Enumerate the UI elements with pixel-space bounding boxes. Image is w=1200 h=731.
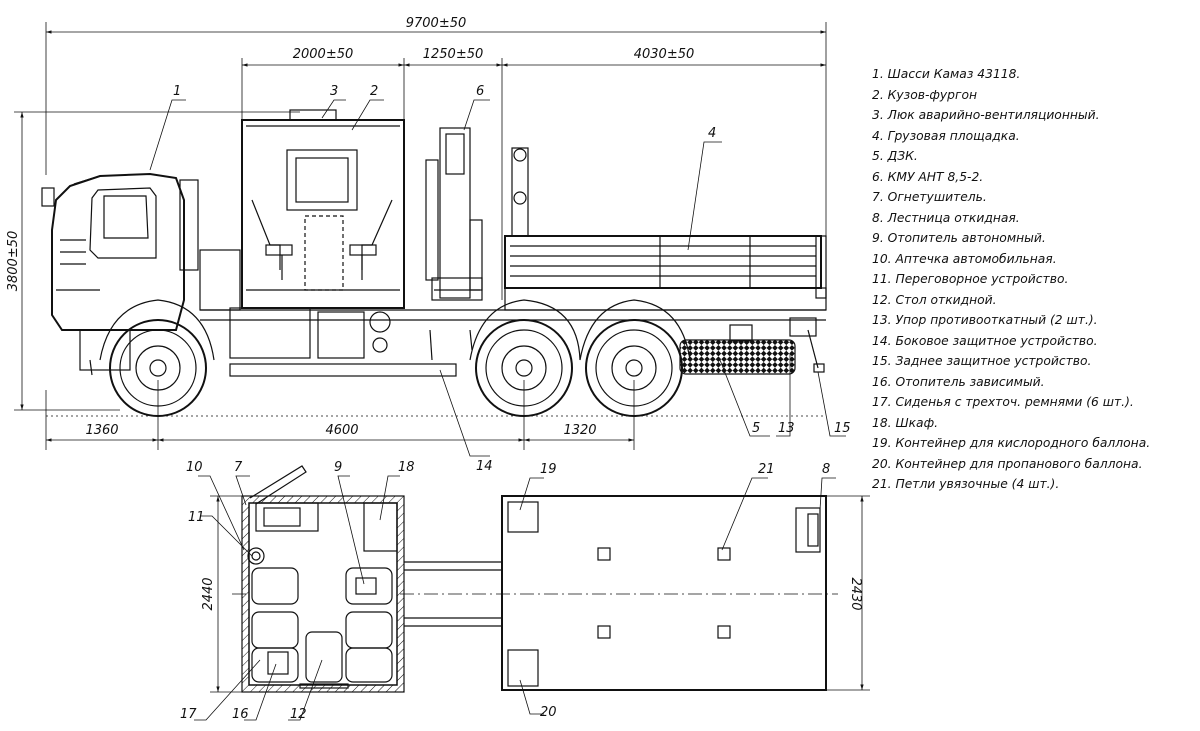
legend-item-10: 10. Аптечка автомобильная.	[872, 251, 1057, 266]
legend-item-11: 11. Переговорное устройство.	[872, 272, 1069, 286]
platform-plan	[501, 495, 827, 691]
van-plan	[241, 465, 405, 693]
callout-20: 20	[540, 705, 557, 720]
legend-item-6: 6. КМУ АНТ 8,5-2.	[872, 169, 984, 184]
callout-18: 18	[398, 460, 415, 475]
dim-crane-section: 1250±50	[423, 47, 484, 62]
callout-7: 7	[234, 460, 243, 475]
legend-item-7: 7. Огнетушитель.	[872, 190, 987, 204]
callout-9: 9	[334, 460, 342, 475]
callout-15: 15	[834, 421, 851, 436]
legend-item-18: 18. Шкаф.	[872, 415, 938, 430]
callout-14: 14	[476, 459, 493, 474]
dimension-texts: 9700±50 2000±50 1250±50 4030±50 3800±50 …	[6, 16, 863, 611]
callout-3: 3	[330, 84, 338, 99]
cargo-platform	[504, 147, 827, 311]
dim-front-overhang: 1360	[85, 423, 118, 438]
callout-1: 1	[173, 84, 181, 99]
callout-13: 13	[778, 421, 795, 436]
dim-platform-length: 4030±50	[634, 47, 695, 62]
legend-item-1: 1. Шасси Камаз 43118.	[872, 67, 1021, 81]
callout-8: 8	[822, 462, 830, 477]
legend-item-20: 20. Контейнер для пропанового баллона.	[872, 456, 1143, 471]
rear-wheel-1	[475, 319, 573, 417]
legend-item-14: 14. Боковое защитное устройство.	[872, 333, 1098, 348]
plan-view	[232, 465, 838, 693]
callout-6: 6	[476, 84, 484, 99]
legend-item-9: 9. Отопитель автономный.	[872, 231, 1046, 245]
wheels	[99, 299, 691, 417]
callout-19: 19	[540, 462, 557, 477]
legend-item-15: 15. Заднее защитное устройство.	[872, 354, 1092, 368]
callout-12: 12	[290, 707, 307, 722]
rear-wheel-2	[585, 319, 683, 417]
legend: 1. Шасси Камаз 43118. 2. Кузов-фургон 3.…	[872, 64, 1197, 495]
callout-21: 21	[758, 462, 775, 477]
crane	[425, 127, 483, 301]
callout-17: 17	[180, 707, 197, 722]
callout-16: 16	[232, 707, 249, 722]
legend-item-2: 2. Кузов-фургон	[872, 87, 978, 102]
legend-item-17: 17. Сиденья с трехточ. ремнями (6 шт.).	[872, 395, 1134, 409]
legend-item-5: 5. ДЗК.	[872, 149, 918, 163]
legend-item-19: 19. Контейнер для кислородного баллона.	[872, 436, 1151, 450]
legend-item-12: 12. Стол откидной.	[872, 292, 997, 307]
dim-rear-axle-spacing: 1320	[563, 423, 596, 438]
dim-total-length: 9700±50	[406, 16, 467, 31]
legend-item-4: 4. Грузовая площадка.	[872, 128, 1020, 143]
callout-5: 5	[752, 421, 760, 436]
rear-equipment	[679, 317, 825, 375]
van-body	[241, 109, 405, 309]
legend-item-3: 3. Люк аварийно-вентиляционный.	[872, 108, 1100, 122]
callout-10: 10	[186, 460, 203, 475]
legend-item-13: 13. Упор противооткатный (2 шт.).	[872, 313, 1098, 327]
dim-van-width: 2440	[201, 577, 216, 610]
dim-wheelbase: 4600	[325, 423, 358, 438]
legend-item-16: 16. Отопитель зависимый.	[872, 374, 1045, 389]
callout-leaders	[149, 99, 846, 721]
dim-height: 3800±50	[6, 231, 21, 292]
cab	[41, 172, 199, 376]
side-view	[41, 109, 827, 417]
dim-platform-width: 2430	[848, 577, 863, 610]
callout-2: 2	[370, 84, 378, 99]
callout-11: 11	[188, 510, 205, 525]
callout-numbers: 1 2 3 4 5 6 7 8 9 10 11 12 13 14 15 16 1…	[173, 84, 851, 722]
callout-4: 4	[708, 126, 716, 141]
dim-van-length: 2000±50	[293, 47, 354, 62]
legend-item-21: 21. Петли увязочные (4 шт.).	[872, 477, 1060, 491]
dimension-lines	[14, 22, 870, 693]
legend-item-8: 8. Лестница откидная.	[872, 210, 1020, 225]
